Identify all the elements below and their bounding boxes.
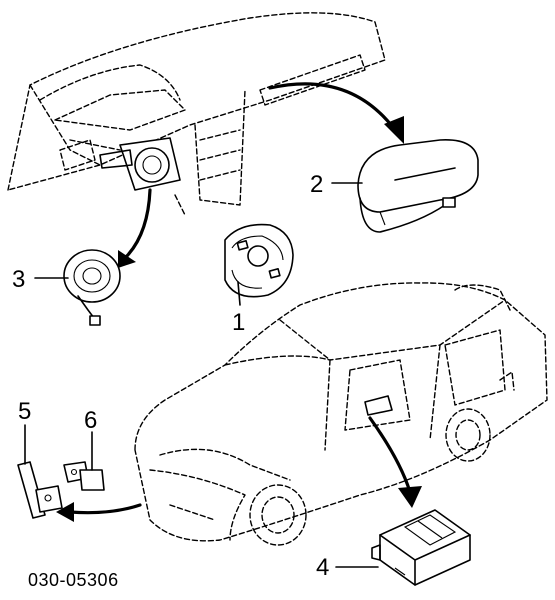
arrow-to-spiral-cable <box>118 188 152 268</box>
callout-3: 3 <box>12 266 25 293</box>
front-crash-sensor-right <box>63 461 105 491</box>
front-crash-sensor-left <box>17 461 63 519</box>
airbag-control-unit <box>371 509 471 586</box>
steering-column <box>99 137 181 191</box>
callout-6: 6 <box>84 407 97 434</box>
callout-5: 5 <box>18 398 31 425</box>
callout-1: 1 <box>232 309 245 336</box>
callout-4: 4 <box>316 554 329 581</box>
car-outline <box>134 282 548 546</box>
dashboard-outline <box>7 12 386 216</box>
spiral-cable <box>63 249 121 326</box>
leader-lines <box>24 182 379 568</box>
control-unit-location <box>364 395 393 416</box>
arrow-to-crash-sensors <box>56 502 142 522</box>
diagram-code: 030-05306 <box>28 570 119 590</box>
callout-2: 2 <box>310 171 323 198</box>
driver-airbag-module <box>224 223 294 298</box>
passenger-airbag-module <box>357 139 479 233</box>
arrow-to-passenger-airbag <box>268 82 404 144</box>
arrow-to-control-unit <box>368 416 422 508</box>
